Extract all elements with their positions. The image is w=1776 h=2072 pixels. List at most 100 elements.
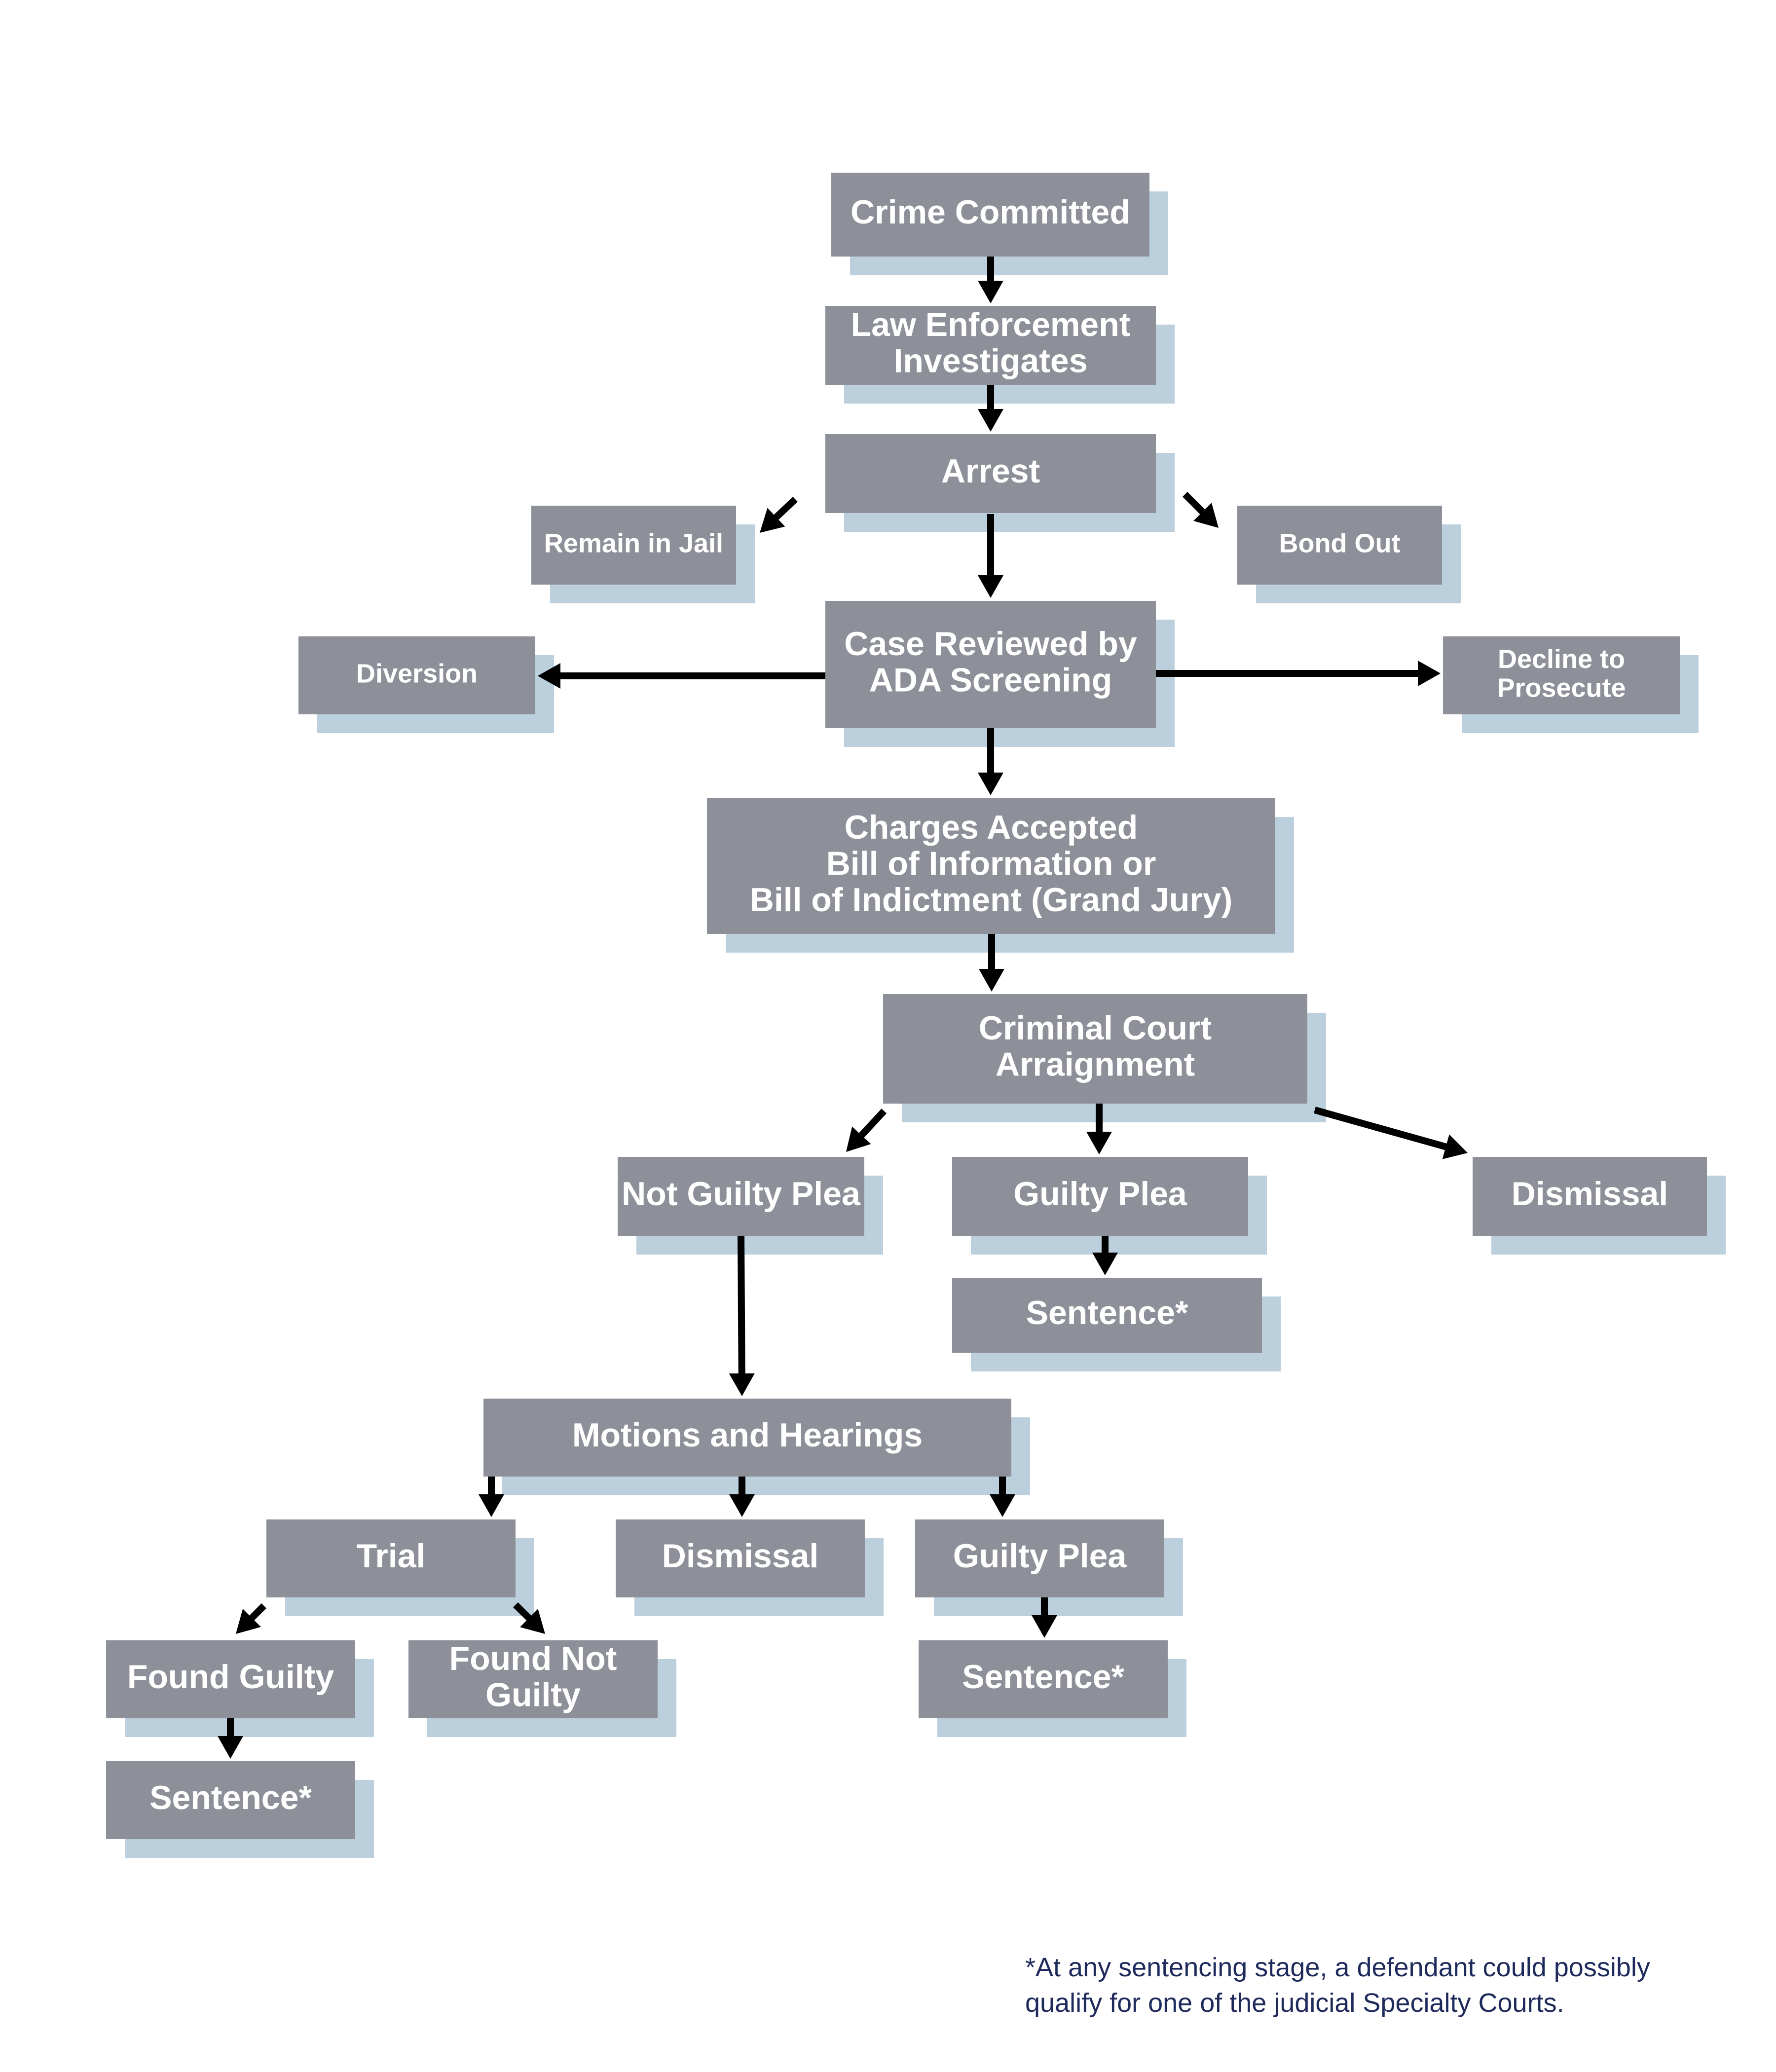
arrow-arrest-to-case-reviewed — [978, 514, 1003, 598]
arrow-head — [479, 1494, 504, 1517]
charges-accepted-label-2: Bill of Information or — [826, 845, 1156, 882]
case-reviewed-label-1: Case Reviewed by — [844, 625, 1137, 663]
crime-committed-box — [831, 173, 1149, 257]
arrow-head — [978, 773, 1003, 795]
arrow-shaft — [1314, 1107, 1448, 1150]
not-guilty-plea-label-1: Not Guilty Plea — [622, 1175, 861, 1213]
node-guilty-plea-2: Guilty Plea — [915, 1519, 1164, 1597]
arrow-head — [1418, 661, 1441, 686]
node-motions: Motions and Hearings — [483, 1399, 1011, 1477]
guilty-plea-2-box — [915, 1519, 1164, 1597]
case-reviewed-box — [825, 601, 1156, 728]
node-crime-committed: Crime Committed — [831, 173, 1149, 257]
arrow-case-reviewed-to-decline — [1156, 661, 1441, 686]
arrow-law-enforcement-to-arrest — [978, 385, 1003, 432]
sentence-2-label-1: Sentence* — [962, 1658, 1124, 1696]
guilty-plea-2-label-1: Guilty Plea — [953, 1537, 1127, 1575]
crime-committed-label-1: Crime Committed — [851, 193, 1130, 231]
arrow-arraignment-to-guilty-plea-1 — [1086, 1104, 1112, 1154]
arrow-head — [1092, 1253, 1118, 1275]
found-guilty-box — [106, 1640, 355, 1718]
remain-in-jail-box — [531, 506, 736, 585]
node-diversion: Diversion — [298, 636, 535, 714]
arrest-label-1: Arrest — [941, 452, 1040, 490]
arrow-head — [1442, 1134, 1468, 1159]
arrow-case-reviewed-to-diversion — [538, 663, 825, 689]
arraignment-label-2: Arraignment — [996, 1046, 1195, 1083]
arrow-crime-committed-to-law-enforcement — [978, 257, 1003, 303]
node-trial: Trial — [266, 1519, 516, 1597]
guilty-plea-1-label-1: Guilty Plea — [1013, 1175, 1187, 1213]
arrow-head — [978, 281, 1003, 303]
node-sentence-3: Sentence* — [106, 1761, 355, 1839]
footnote-line-2: qualify for one of the judicial Specialt… — [1025, 1988, 1564, 2018]
arraignment-box — [883, 994, 1307, 1104]
found-not-guilty-box — [408, 1640, 658, 1718]
trial-label-1: Trial — [357, 1537, 426, 1575]
law-enforcement-box — [825, 306, 1156, 385]
arrow-guilty-plea-1-to-sentence-1 — [1092, 1236, 1118, 1275]
node-found-guilty: Found Guilty — [106, 1640, 355, 1718]
node-sentence-2: Sentence* — [919, 1640, 1168, 1718]
arrow-head — [1032, 1615, 1057, 1638]
arrow-head — [1193, 503, 1219, 528]
found-guilty-label-1: Found Guilty — [127, 1658, 334, 1696]
dismissal-1-box — [1473, 1157, 1707, 1236]
arrow-case-reviewed-to-charges-accepted — [978, 728, 1003, 795]
motions-label-1: Motions and Hearings — [572, 1416, 923, 1454]
arrow-head — [729, 1494, 755, 1517]
dismissal-1-label-1: Dismissal — [1512, 1175, 1668, 1213]
arrow-head — [1086, 1132, 1112, 1154]
decline-label-1: Decline to — [1498, 644, 1625, 674]
footnote-line-1: *At any sentencing stage, a defendant co… — [1025, 1953, 1650, 1982]
node-arrest: Arrest — [825, 434, 1156, 513]
law-enforcement-label-1: Law Enforcement — [851, 306, 1131, 343]
arrow-not-guilty-plea-to-motions — [729, 1235, 755, 1396]
sentence-2-box — [919, 1640, 1168, 1718]
sentence-3-box — [106, 1761, 355, 1839]
dismissal-2-label-1: Dismissal — [662, 1537, 819, 1575]
arrow-trial-to-found-not-guilty — [513, 1602, 545, 1634]
arrow-arrest-to-bond-out — [1183, 492, 1219, 528]
arrow-head — [978, 575, 1003, 598]
arrow-head — [519, 1609, 545, 1634]
arrest-box — [825, 434, 1156, 513]
arrow-head — [729, 1373, 755, 1396]
arrow-head — [538, 663, 560, 689]
guilty-plea-1-box — [952, 1157, 1248, 1236]
found-not-guilty-label-1: Found Not — [449, 1640, 617, 1677]
arrow-arrest-to-remain-in-jail — [760, 496, 798, 533]
arrow-shaft — [858, 1109, 887, 1139]
arrow-arraignment-to-dismissal-1 — [1314, 1107, 1468, 1159]
charges-accepted-label-3: Bill of Indictment (Grand Jury) — [750, 881, 1233, 919]
arrow-head — [990, 1494, 1015, 1517]
arrow-head — [846, 1126, 871, 1152]
sentence-1-box — [952, 1278, 1262, 1353]
arrow-charges-accepted-to-arraignment — [979, 934, 1004, 992]
node-remain-in-jail: Remain in Jail — [531, 506, 736, 585]
flow-arrows — [218, 257, 1468, 1759]
remain-in-jail-label-1: Remain in Jail — [544, 528, 723, 558]
arrow-head — [978, 409, 1003, 432]
case-reviewed-label-2: ADA Screening — [869, 662, 1112, 699]
motions-box — [483, 1399, 1011, 1477]
arrow-head — [218, 1736, 243, 1759]
arrow-shaft — [773, 496, 798, 520]
node-dismissal-1: Dismissal — [1473, 1157, 1707, 1236]
law-enforcement-label-2: Investigates — [893, 342, 1087, 380]
node-guilty-plea-1: Guilty Plea — [952, 1157, 1248, 1236]
diversion-label-1: Diversion — [356, 659, 478, 688]
sentencing-footnote: *At any sentencing stage, a defendant co… — [1025, 1950, 1716, 2021]
charges-accepted-label-1: Charges Accepted — [845, 809, 1138, 846]
node-not-guilty-plea: Not Guilty Plea — [618, 1157, 864, 1236]
not-guilty-plea-box — [618, 1157, 864, 1236]
arrow-shaft — [249, 1603, 266, 1621]
node-sentence-1: Sentence* — [952, 1278, 1262, 1353]
arrow-head — [760, 508, 785, 533]
sentence-3-label-1: Sentence* — [149, 1779, 312, 1816]
sentence-1-label-1: Sentence* — [1026, 1294, 1188, 1332]
